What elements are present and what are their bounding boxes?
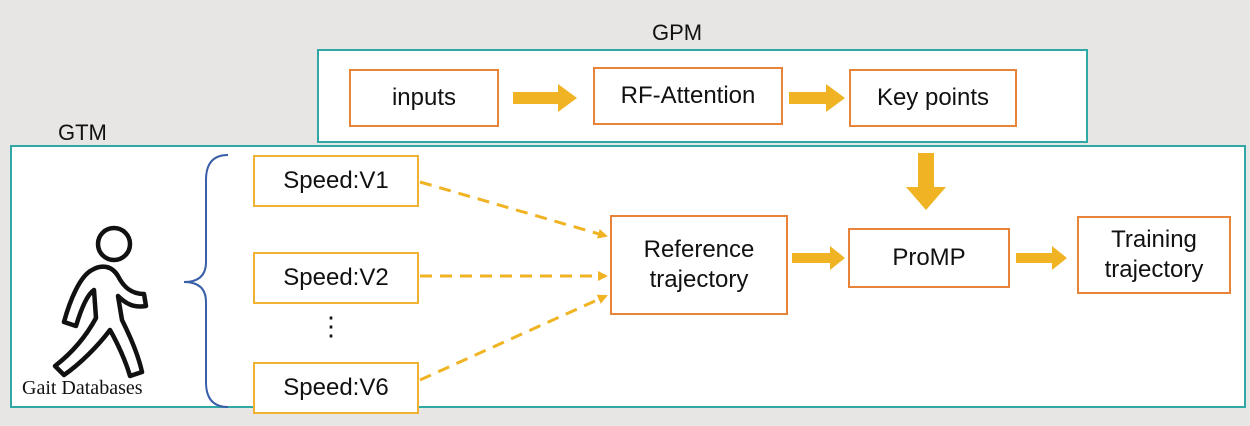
block-arrow-icon [792, 246, 845, 270]
walking-person-icon [52, 225, 149, 379]
curly-brace-icon [183, 154, 229, 408]
block-arrow-icon [1016, 246, 1067, 270]
key-points-box: Key points [849, 69, 1017, 127]
speed-v2-box: Speed:V2 [253, 252, 419, 304]
gait-databases-label: Gait Databases [22, 377, 143, 399]
dashed-arrow-icon [419, 294, 608, 382]
gpm-label: GPM [652, 20, 703, 45]
gtm-label: GTM [58, 120, 107, 145]
ellipsis: ⋮ [318, 311, 344, 341]
speed-v1-box: Speed:V1 [253, 155, 419, 207]
dashed-arrow-icon [419, 180, 608, 239]
inputs-box: inputs [349, 69, 499, 127]
block-arrow-icon [789, 84, 845, 112]
promp-box: ProMP [848, 228, 1010, 288]
block-arrow-icon [906, 153, 946, 210]
speed-v6-box: Speed:V6 [253, 362, 419, 414]
reference-trajectory-box: Reference trajectory [610, 215, 788, 315]
training-trajectory-box: Training trajectory [1077, 216, 1231, 294]
block-arrow-icon [513, 84, 577, 112]
rf-attention-box: RF-Attention [593, 67, 783, 125]
